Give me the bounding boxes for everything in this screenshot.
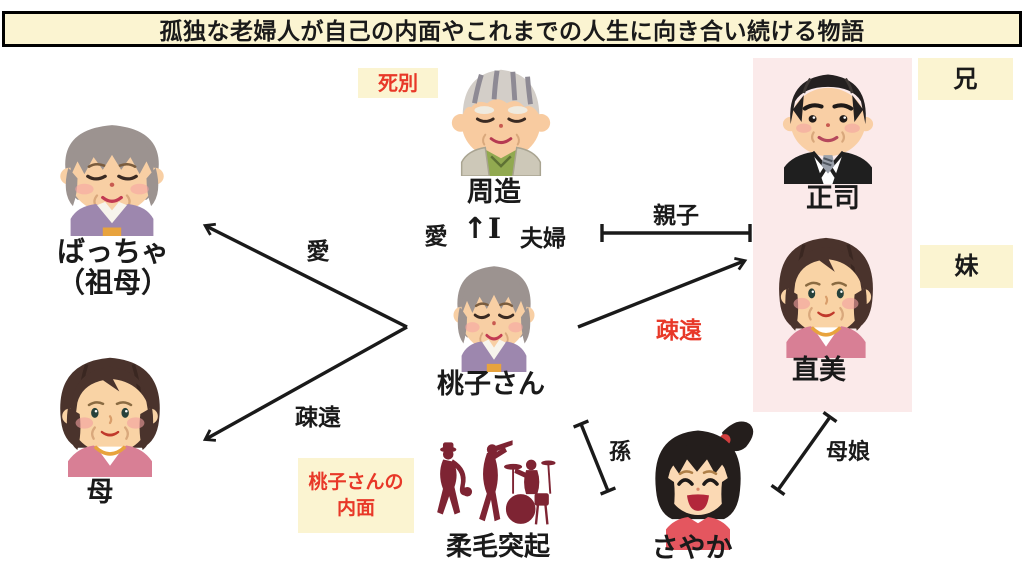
label-shuzo: 周造	[467, 177, 521, 208]
shoji-illustration	[762, 60, 894, 184]
relation-love-grandma: 愛	[306, 239, 330, 265]
label-momoko: 桃子さん	[437, 369, 545, 400]
tag-bereavement: 死別	[358, 68, 438, 98]
label-band: 柔毛突起	[445, 532, 551, 562]
shuzo-illustration	[442, 58, 560, 176]
mother-illustration	[40, 342, 180, 477]
tag-inner-self-line1: 桃子さんの	[308, 470, 404, 493]
label-grandma-line1: ばっちゃ	[56, 235, 170, 268]
tag-inner-self-line2: 内面	[336, 496, 375, 519]
sayaka-illustration	[638, 414, 758, 550]
bond-mark-glyph: I	[488, 212, 502, 245]
relation-mother-daughter: 母娘	[825, 440, 871, 465]
tag-brother: 兄	[918, 58, 1013, 100]
relation-love-shuzo: 愛	[424, 224, 448, 250]
relation-estranged-naomi: 疎遠	[656, 318, 702, 344]
label-naomi: 直美	[792, 355, 846, 386]
page-title: 孤独な老婦人が自己の内面やこれまでの人生に向き合い続ける物語	[2, 11, 1022, 47]
tag-inner-self: 桃子さんの 内面	[298, 458, 414, 533]
jazz-band-icon	[432, 438, 556, 534]
relation-estranged-mother: 疎遠	[295, 405, 341, 431]
label-mother: 母	[86, 477, 114, 508]
relation-couple: 夫婦	[520, 226, 566, 252]
label-grandma: ばっちゃ （祖母）	[57, 236, 169, 299]
relation-parent-child: 親子	[653, 203, 699, 229]
tag-sister: 妹	[920, 245, 1013, 288]
label-grandma-line2: （祖母）	[56, 266, 170, 300]
label-shoji: 正司	[806, 183, 860, 214]
relation-grandchild: 孫	[608, 440, 632, 465]
grandma-illustration	[43, 108, 181, 236]
label-sayaka: さやか	[651, 533, 733, 564]
momoko-illustration	[440, 250, 548, 372]
up-arrow-glyph: ↑	[463, 211, 488, 245]
naomi-illustration	[760, 222, 892, 358]
